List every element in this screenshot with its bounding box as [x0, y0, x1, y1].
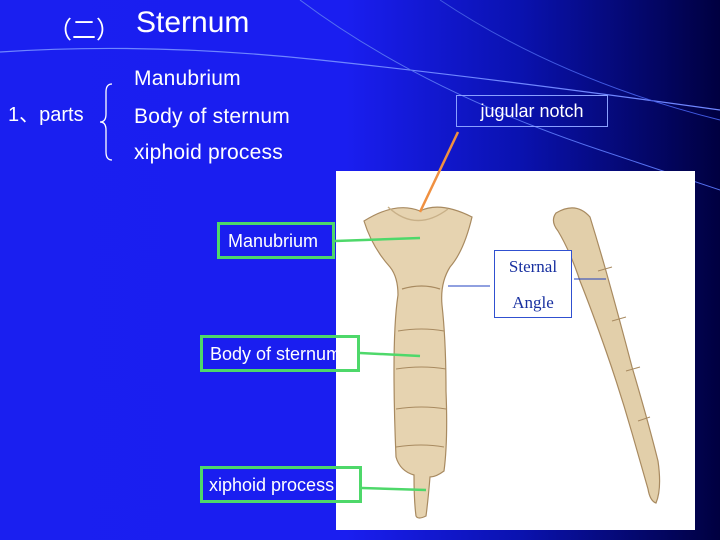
- sternum-drawing: [363, 206, 661, 519]
- manubrium-callout: Manubrium: [217, 222, 335, 259]
- slide-title: Sternum: [136, 6, 250, 39]
- brace-icon: [99, 83, 113, 161]
- part-manubrium: Manubrium: [134, 67, 241, 90]
- sternal-angle-label: Sternal Angle: [494, 250, 572, 318]
- part-xiphoid-process: xiphoid process: [134, 141, 283, 164]
- sternal-angle-line2: Angle: [512, 293, 554, 312]
- body-callout: Body of sternum: [200, 335, 360, 372]
- sternal-angle-line1: Sternal: [508, 257, 558, 276]
- sternum-illustration: [336, 171, 695, 530]
- part-body-of-sternum: Body of sternum: [134, 105, 290, 128]
- jugular-notch-label: jugular notch: [456, 95, 608, 127]
- manubrium-arrow: [334, 236, 421, 243]
- xiphoid-callout: xiphoid process: [200, 466, 362, 503]
- sternum-front-view: [363, 206, 473, 519]
- section-number: （二）: [48, 16, 120, 44]
- parts-label: 1、parts: [8, 104, 84, 126]
- sternum-side-view: [552, 207, 661, 504]
- body-arrow: [359, 351, 421, 358]
- jugular-notch-arrow: [418, 131, 460, 213]
- xiphoid-arrow: [361, 486, 427, 492]
